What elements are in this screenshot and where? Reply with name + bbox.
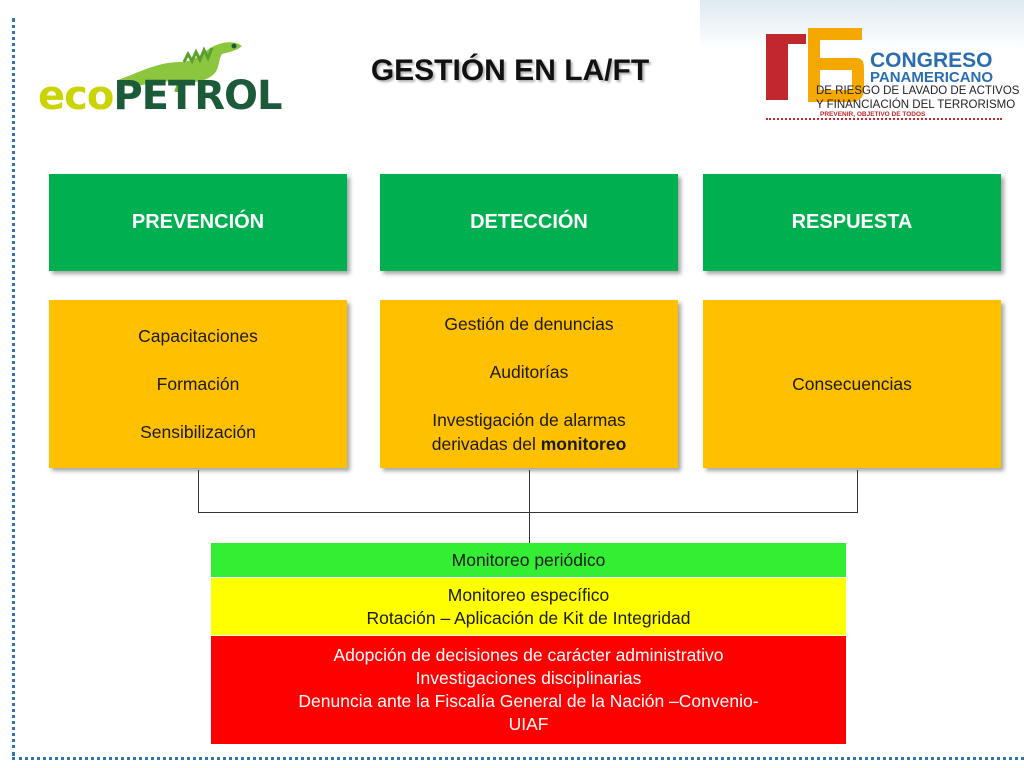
header-deteccion: DETECCIÓN	[380, 174, 678, 271]
box-deteccion: Gestión de denuncias Auditorías Investig…	[380, 300, 678, 468]
iguana-icon	[118, 42, 242, 92]
connector-right	[857, 470, 858, 513]
band-red-line-4: UIAF	[508, 714, 549, 734]
page-title: GESTIÓN EN LA/FT	[370, 54, 650, 87]
box-prevencion: Capacitaciones Formación Sensibilización	[49, 300, 347, 468]
item-investigacion-line2: derivadas del monitoreo	[432, 432, 627, 456]
connector-horizontal	[198, 512, 858, 513]
connector-center	[529, 470, 530, 513]
band-red-line-3: Denuncia ante la Fiscalía General de la …	[298, 691, 759, 711]
item-auditorias: Auditorías	[489, 362, 569, 382]
band-red-line-1: Adopción de decisiones de carácter admin…	[333, 645, 724, 665]
frame-dotted-bottom	[12, 757, 1024, 760]
item-sensibilizacion: Sensibilización	[140, 422, 256, 442]
congress-line-1: DE RIESGO DE LAVADO DE ACTIVOS	[816, 85, 1020, 97]
item-formacion: Formación	[156, 374, 240, 394]
congress-slogan: PREVENIR, OBJETIVO DE TODOS	[820, 111, 926, 118]
item-investigacion: Investigación de alarmas	[432, 410, 626, 430]
connector-down	[529, 512, 530, 543]
number-16-icon	[766, 28, 864, 102]
congress-subtitle: PANAMERICANO	[870, 69, 994, 86]
item-investigacion-monitoreo: monitoreo	[540, 434, 627, 454]
frame-dotted-left	[12, 18, 15, 756]
header-prevencion: PREVENCIÓN	[49, 174, 347, 271]
ecopetrol-wordmark: ecoPETROL	[38, 73, 283, 119]
congress-dotted-rule	[766, 118, 1002, 120]
item-consecuencias: Consecuencias	[792, 374, 912, 394]
ecopetrol-logo: ecoPETROL	[38, 32, 300, 120]
congress-title: CONGRESO	[870, 49, 993, 72]
band-yellow-line-1: Monitoreo específico	[447, 584, 610, 605]
band-decisiones: Adopción de decisiones de carácter admin…	[211, 636, 846, 744]
item-investigacion-derivadas: derivadas del	[431, 434, 541, 454]
band-yellow-line-2: Rotación – Aplicación de Kit de Integrid…	[366, 607, 691, 628]
connector-left	[198, 470, 199, 513]
header-respuesta: RESPUESTA	[703, 174, 1001, 271]
band-red-line-2: Investigaciones disciplinarias	[415, 668, 642, 688]
band-green-text: Monitoreo periódico	[451, 549, 606, 570]
congress-logo: CONGRESO PANAMERICANO DE RIESGO DE LAVAD…	[764, 24, 1019, 124]
congress-line-2: Y FINANCIACIÓN DEL TERRORISMO	[816, 99, 1016, 111]
band-monitoreo-especifico: Monitoreo específico Rotación – Aplicaci…	[211, 578, 846, 635]
top-right-glow	[700, 0, 1024, 50]
item-capacitaciones: Capacitaciones	[138, 326, 258, 346]
box-respuesta: Consecuencias	[703, 300, 1001, 468]
item-gestion-denuncias: Gestión de denuncias	[444, 314, 614, 334]
band-monitoreo-periodico: Monitoreo periódico	[211, 543, 846, 577]
